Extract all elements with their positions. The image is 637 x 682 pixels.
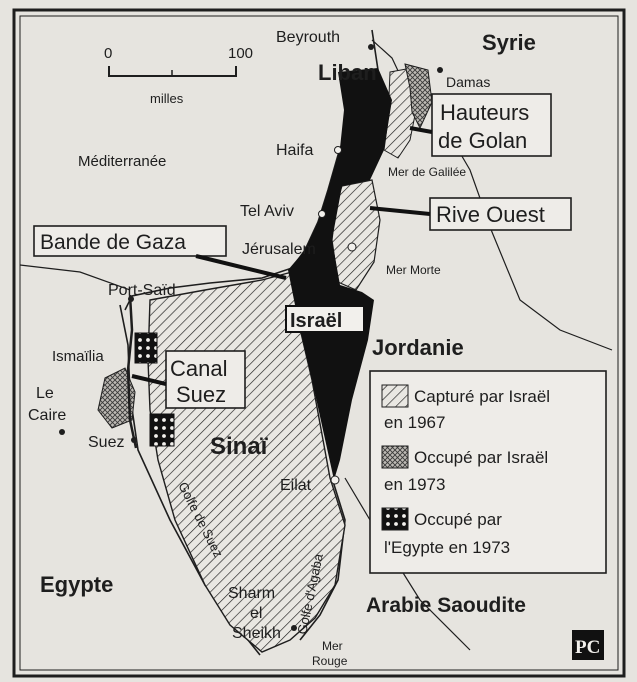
damas-dot	[437, 67, 443, 73]
rive-ouest-callout-box	[429, 197, 572, 231]
beyrouth-dot	[368, 44, 374, 50]
label-mer-galilee: Mer de Galilée	[388, 165, 466, 179]
suez-canal-line	[126, 294, 138, 449]
label-suez: Suez	[88, 434, 124, 451]
canal-callout-arrow	[131, 374, 167, 386]
label-sharm-3: Sheikh	[232, 625, 281, 642]
pc-logo-text: PC	[575, 637, 600, 658]
golan-callout-arrow	[409, 126, 433, 134]
west-canal-occupied-area	[97, 367, 136, 429]
label-jordanie: Jordanie	[372, 335, 464, 360]
label-tel-aviv: Tel Aviv	[240, 203, 294, 220]
legend-item1-line2: en 1967	[384, 413, 445, 432]
port-said-dot	[128, 296, 134, 302]
label-mer-morte: Mer Morte	[386, 263, 441, 277]
canal-callout-box	[165, 350, 246, 409]
label-jerusalem: Jérusalem	[242, 241, 316, 258]
legend-item3-line2: l'Egypte en 1973	[384, 538, 510, 557]
north-sinai-border	[19, 264, 131, 291]
legend-hatch-swatch	[381, 384, 409, 408]
canal-callout-line1: Canal	[170, 356, 227, 381]
label-mer-rouge-2: Rouge	[312, 654, 348, 668]
scale-min-label: 0	[104, 45, 112, 62]
scale-max-label: 100	[228, 45, 253, 62]
label-haifa: Haifa	[276, 142, 313, 159]
suez-dot	[131, 437, 137, 443]
label-liban: Liban	[318, 60, 377, 85]
label-damas: Damas	[446, 74, 490, 90]
label-mediterranee: Méditerranée	[78, 153, 166, 170]
haifa-dot	[334, 146, 342, 154]
label-sharm-1: Sharm	[228, 585, 275, 602]
rive-ouest-callout-label: Rive Ouest	[436, 202, 545, 227]
label-port-said: Port-Saïd	[108, 282, 176, 299]
legend-item2-line1: Occupé par Israël	[414, 448, 548, 467]
label-israel: Israël	[290, 310, 342, 332]
label-arabie-saoudite: Arabie Saoudite	[366, 594, 526, 617]
golan-callout-line2: de Golan	[438, 128, 527, 153]
label-sharm-2: el	[250, 605, 262, 622]
golan-callout-box	[431, 93, 552, 157]
israel-territory	[288, 68, 392, 480]
label-mer-rouge-1: Mer	[322, 639, 343, 653]
label-beyrouth: Beyrouth	[276, 29, 340, 46]
legend: Capturé par Israël en 1967 Occupé par Is…	[369, 370, 607, 574]
gaza-callout-arrow	[195, 254, 287, 280]
sharm-dot	[291, 625, 297, 631]
legend-dots-swatch	[381, 507, 409, 531]
jerusalem-dot	[347, 242, 357, 252]
israel-label-box	[285, 305, 365, 333]
gaza-callout-box	[33, 225, 227, 257]
legend-item2-line2: en 1973	[384, 475, 445, 494]
canal-callout-line2: Suez	[176, 382, 226, 407]
legend-box	[369, 370, 607, 574]
tel-aviv-dot	[318, 210, 326, 218]
jordan-border	[434, 109, 613, 351]
legend-cross-swatch	[381, 445, 409, 469]
eilat-dot	[330, 475, 340, 485]
scale-bar: 0 100 milles	[104, 45, 253, 106]
map-inner-frame	[19, 15, 619, 671]
legend-item1-line1: Capturé par Israël	[414, 387, 550, 406]
label-ismailia: Ismaïlia	[52, 348, 104, 365]
gulf-aqaba-coast	[299, 477, 346, 641]
label-egypte: Egypte	[40, 572, 113, 597]
label-sinai: Sinaï	[210, 433, 269, 460]
egypt-occupied-south-area	[149, 413, 175, 447]
label-eilat: Eilat	[280, 477, 312, 494]
rive-ouest-callout-arrow	[369, 206, 431, 216]
egypt-occupied-north-area	[134, 332, 158, 364]
legend-item3-line1: Occupé par	[414, 510, 502, 529]
caire-dot	[59, 429, 65, 435]
label-le: Le	[36, 385, 54, 402]
pc-logo: PC	[572, 630, 604, 660]
scale-unit-label: milles	[150, 91, 184, 106]
map-frame	[12, 8, 626, 678]
golan-callout-line1: Hauteurs	[440, 100, 529, 125]
gaza-callout-label: Bande de Gaza	[40, 231, 186, 254]
label-caire: Caire	[28, 407, 66, 424]
label-syrie: Syrie	[482, 30, 536, 55]
